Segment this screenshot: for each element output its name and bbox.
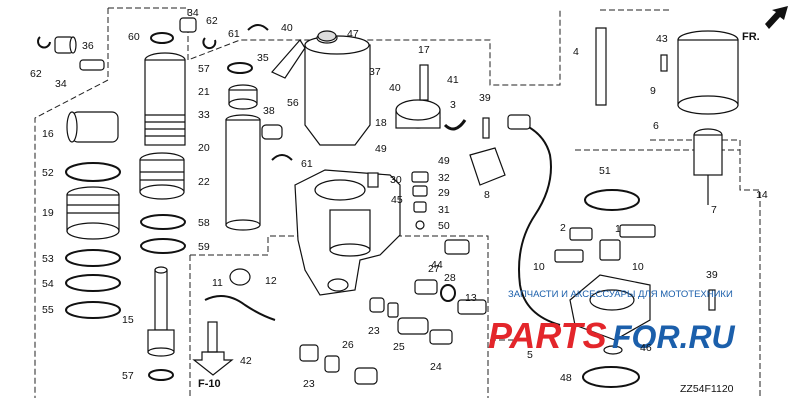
- callout: 46: [640, 342, 652, 354]
- callout: 39: [479, 92, 491, 104]
- callout: 31: [438, 204, 450, 216]
- callout: 62: [206, 15, 218, 27]
- callout: 30: [390, 174, 402, 186]
- callout: 23: [303, 378, 315, 390]
- callout: 10: [533, 261, 545, 273]
- callout: 49: [375, 143, 387, 155]
- callout: 37: [369, 66, 381, 78]
- callout: 48: [560, 372, 572, 384]
- callout: 29: [438, 187, 450, 199]
- callout: 13: [465, 292, 477, 304]
- callout: 41: [447, 74, 459, 86]
- callout: 57: [198, 63, 210, 75]
- callout-numbers: 1 2 3 4 5 6 7 8 9 10 10 11 12 13 14 15 1…: [30, 7, 768, 390]
- callout: 26: [342, 339, 354, 351]
- callout: 45: [391, 194, 403, 206]
- callout: 2: [560, 222, 566, 234]
- left-column-parts: [37, 36, 121, 319]
- watermark: ЗАПЧАСТИ И АКСЕССУАРЫ ДЛЯ МОТОТЕХНИКИ PA…: [488, 289, 736, 356]
- callout: 40: [281, 22, 293, 34]
- callout: 61: [228, 28, 240, 40]
- callout: 10: [632, 261, 644, 273]
- callout: 59: [198, 241, 210, 253]
- callout: 62: [30, 68, 42, 80]
- callout: 7: [711, 204, 717, 216]
- callout: 58: [198, 217, 210, 229]
- callout: 52: [42, 167, 54, 179]
- callout: 18: [375, 117, 387, 129]
- callout: 19: [42, 207, 54, 219]
- watermark-subtitle: ЗАПЧАСТИ И АКСЕССУАРЫ ДЛЯ МОТОТЕХНИКИ: [508, 289, 733, 300]
- callout: 25: [393, 341, 405, 353]
- callout: 21: [198, 86, 210, 98]
- callout: 57: [122, 370, 134, 382]
- callout: 43: [656, 33, 668, 45]
- callout: 60: [128, 31, 140, 43]
- callout: 20: [198, 142, 210, 154]
- callout: 27: [428, 263, 440, 275]
- callout: 56: [287, 97, 299, 109]
- callout: 23: [368, 325, 380, 337]
- callout: 28: [444, 272, 456, 284]
- callout: 6: [653, 120, 659, 132]
- callout: 24: [430, 361, 442, 373]
- motor-parts: [482, 27, 739, 388]
- callout: 1: [615, 223, 621, 235]
- callout: 15: [122, 314, 134, 326]
- callout: 39: [706, 269, 718, 281]
- callout: 16: [42, 128, 54, 140]
- callout: 33: [198, 109, 210, 121]
- callout: 44: [431, 259, 443, 271]
- trim-cylinder-parts: [179, 17, 261, 231]
- callout: 42: [240, 355, 252, 367]
- callout: 34: [187, 7, 199, 19]
- callout: 61: [301, 158, 313, 170]
- watermark-logo-parts: PARTS: [488, 315, 607, 356]
- callout: 40: [389, 82, 401, 94]
- callout: 32: [438, 172, 450, 184]
- pump-body-parts: [204, 24, 506, 385]
- callout: 54: [42, 278, 54, 290]
- callout: 11: [212, 277, 223, 289]
- callout: 8: [484, 189, 490, 201]
- reference-label: F-10: [198, 378, 221, 390]
- callout: 17: [418, 44, 430, 56]
- callout: 51: [599, 165, 611, 177]
- front-label: FR.: [742, 31, 760, 43]
- callout: 12: [265, 275, 277, 287]
- diagram-code: ZZ54F1120: [680, 383, 734, 395]
- callout: 9: [650, 85, 656, 97]
- callout: 49: [438, 155, 450, 167]
- callout: 3: [450, 99, 456, 111]
- reference-arrow: F-10: [192, 351, 234, 390]
- callout: 5: [527, 349, 533, 361]
- callout: 53: [42, 253, 54, 265]
- tilt-cylinder-parts: [139, 32, 186, 381]
- callout: 35: [257, 52, 269, 64]
- callout: 14: [756, 189, 768, 201]
- callout: 36: [82, 40, 94, 52]
- callout: 34: [55, 78, 67, 90]
- callout: 47: [347, 28, 359, 40]
- callout: 50: [438, 220, 450, 232]
- front-direction-arrow: FR.: [742, 6, 788, 43]
- callout: 4: [573, 46, 579, 58]
- callout: 38: [263, 105, 275, 117]
- callout: 55: [42, 304, 54, 316]
- watermark-logo-forru: FOR.RU: [612, 319, 736, 355]
- callout: 22: [198, 176, 210, 188]
